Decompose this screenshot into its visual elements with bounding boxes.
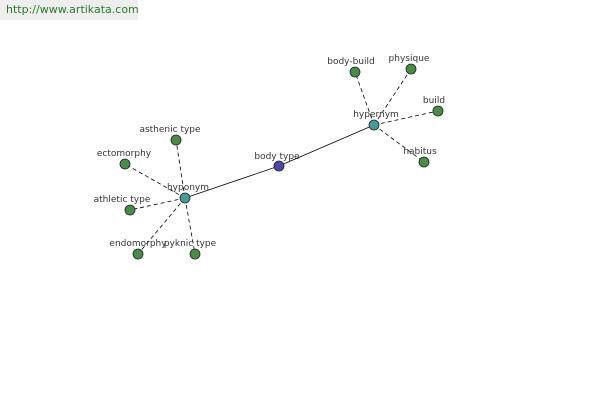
site-watermark[interactable]: http://www.artikata.com bbox=[0, 0, 139, 20]
node-build[interactable] bbox=[432, 105, 444, 117]
edge-hyponym-athletic-type bbox=[129, 197, 186, 211]
label-ectomorphy: ectomorphy bbox=[97, 149, 152, 159]
node-asthenic-type[interactable] bbox=[170, 134, 182, 146]
node-athletic-type[interactable] bbox=[124, 204, 136, 216]
label-hyponym: hyponym bbox=[167, 183, 209, 193]
edge-hypernym-habitus bbox=[373, 124, 425, 163]
node-hyponym-hub[interactable] bbox=[179, 192, 191, 204]
edges-layer bbox=[124, 68, 439, 255]
edge-central-hyponym bbox=[184, 165, 280, 199]
label-physique: physique bbox=[389, 54, 430, 64]
node-ectomorphy[interactable] bbox=[119, 158, 131, 170]
label-hypernym: hypernym bbox=[353, 110, 399, 120]
labels-layer: body type hypernym hyponym body-build physiq… bbox=[94, 54, 445, 249]
edge-central-hypernym bbox=[278, 124, 375, 167]
node-pyknic-type[interactable] bbox=[189, 248, 201, 260]
label-endomorphy: endomorphy bbox=[109, 239, 167, 249]
node-endomorphy[interactable] bbox=[132, 248, 144, 260]
edge-hyponym-endomorphy bbox=[137, 197, 186, 255]
nodes-layer bbox=[119, 63, 444, 260]
label-asthenic-type: asthenic type bbox=[139, 125, 201, 135]
edge-hypernym-build bbox=[373, 110, 439, 126]
node-body-build[interactable] bbox=[349, 66, 361, 78]
label-body-build: body-build bbox=[327, 57, 374, 67]
edge-hyponym-ectomorphy bbox=[124, 163, 186, 199]
label-pyknic-type: pyknic type bbox=[164, 239, 217, 249]
label-habitus: habitus bbox=[403, 147, 437, 157]
edge-hypernym-body-build bbox=[354, 71, 375, 126]
node-body-type[interactable] bbox=[273, 160, 285, 172]
node-habitus[interactable] bbox=[418, 156, 430, 168]
label-body-type: body type bbox=[254, 152, 300, 162]
edge-hyponym-pyknic-type bbox=[184, 197, 196, 255]
edge-hyponym-asthenic-type bbox=[175, 139, 186, 199]
node-hypernym-hub[interactable] bbox=[368, 119, 380, 131]
node-physique[interactable] bbox=[405, 63, 417, 75]
label-athletic-type: athletic type bbox=[94, 195, 151, 205]
label-build: build bbox=[423, 96, 445, 106]
